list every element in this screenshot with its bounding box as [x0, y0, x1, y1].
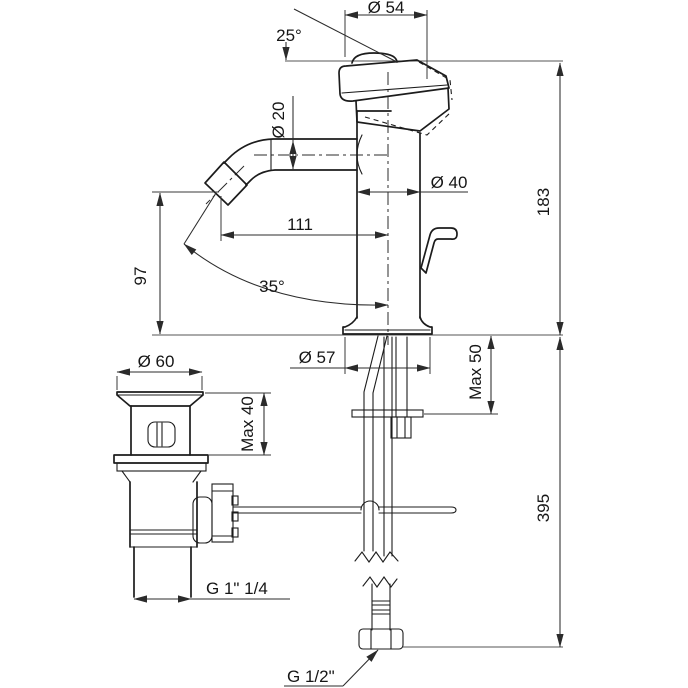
waste-cylinder-grooves [129, 529, 198, 548]
waste-top-flange [116, 391, 204, 407]
dimension-head-angle: 25° [276, 8, 398, 63]
dimension-supply-thread: G 1/2" [284, 649, 379, 687]
mounting-nut [390, 416, 412, 439]
angle35-label: 35° [259, 277, 285, 296]
dim54-label: Ø 54 [368, 0, 405, 17]
hose-break [354, 551, 399, 588]
overflow-slot [147, 421, 176, 448]
side-lever [420, 227, 458, 274]
angle35-ray [183, 192, 217, 245]
faucet [204, 52, 458, 335]
waste-tail-pipe [133, 546, 192, 598]
mounting-washer [351, 409, 424, 418]
dimension-total-height: 395 [534, 336, 564, 648]
dim395-label: 395 [534, 494, 553, 522]
dimension-body-diameter: Ø 40 [356, 173, 468, 196]
spout-body-joint [356, 134, 363, 175]
dimension-base-diameter: Ø 57 [290, 337, 431, 374]
overflow-slot-divider [156, 422, 163, 447]
dimension-spout-tube-diameter: Ø 20 [269, 96, 297, 170]
g114-label: G 1" 1/4 [206, 579, 268, 598]
rod-hose-jump [360, 500, 380, 511]
spout-inner-edge [245, 169, 358, 186]
break-zigzag-upper [354, 551, 399, 563]
dimension-waste-cap-diameter: Ø 60 [116, 352, 203, 390]
supply-hose-end [358, 583, 404, 650]
g12-nut [358, 628, 404, 650]
max40-label: Max 40 [238, 396, 257, 452]
waste-rod-nut-bands [211, 490, 234, 537]
hose-end-sides [371, 583, 391, 631]
faucet-spout [204, 134, 363, 206]
waste-side-boss [192, 496, 213, 544]
angle25-line [293, 8, 398, 63]
angle35-arc [183, 243, 389, 309]
dimension-max-deck-waste: Max 40 [205, 392, 271, 456]
supply-hose-left [363, 335, 379, 552]
dim60-extension-lines [116, 376, 203, 390]
dim111-label: 111 [287, 215, 313, 234]
base-flange [342, 316, 433, 335]
head-dome [351, 52, 398, 64]
waste-neck-taper [121, 470, 202, 483]
dimension-head-diameter: Ø 54 [344, 0, 428, 79]
centerlines [205, 72, 390, 345]
spout-outer-edge [223, 138, 358, 164]
dimension-spout-reach: 111 [220, 196, 389, 241]
dim97-label: 97 [131, 267, 150, 286]
waste-lower-flange-upper [113, 454, 209, 464]
head-cap-lip [341, 84, 448, 94]
angle25-label: 25° [276, 26, 302, 45]
dim54-extension-lines [344, 10, 428, 79]
faucet-head [338, 52, 453, 136]
dimension-waste-thread: G 1" 1/4 [133, 579, 290, 603]
waste-rod-nut [211, 483, 234, 543]
dimension-height-above-deck: 183 [534, 62, 564, 336]
waste-lower-flange-lower [116, 462, 207, 472]
supply-hose-right [372, 335, 388, 552]
waste-nut-tooth-1 [231, 495, 239, 506]
max50-label: Max 50 [466, 344, 485, 400]
reference-lines [152, 60, 563, 648]
hose-collar [371, 600, 391, 615]
outlet-centerline [205, 165, 245, 205]
spout-outlet [204, 161, 248, 206]
mounting-nut-facets [396, 416, 406, 439]
head-hidden-edge-upper [418, 61, 453, 101]
below-deck-assembly [232, 335, 457, 650]
base-outline [342, 316, 433, 335]
dim40-label: Ø 40 [431, 173, 468, 192]
g12-nut-facets [370, 628, 392, 650]
dim183-label: 183 [534, 188, 553, 216]
g12-leader [342, 649, 379, 687]
head-hidden-edge-lower [364, 111, 452, 136]
g12-label: G 1/2" [287, 667, 335, 686]
pop-up-waste-assembly [113, 391, 239, 598]
faucet-body [356, 110, 421, 319]
break-zigzag-lower [362, 576, 398, 588]
dimension-spout-height: 97 [131, 191, 219, 335]
dimension-spout-angle: 35° [183, 192, 389, 309]
head-cap [338, 59, 450, 102]
dimension-max-deck-mixer: Max 50 [424, 335, 498, 415]
waste-body [130, 405, 191, 456]
threaded-rod [395, 336, 408, 418]
waste-nut-tooth-2 [231, 511, 239, 522]
waste-cylinder [129, 481, 198, 548]
dim60-label: Ø 60 [138, 352, 175, 371]
waste-nut-tooth-3 [231, 527, 239, 538]
pop-up-rod [232, 500, 457, 514]
dim57-label: Ø 57 [299, 348, 336, 367]
dim20-label: Ø 20 [269, 102, 288, 139]
rod-end-cap [450, 506, 457, 514]
